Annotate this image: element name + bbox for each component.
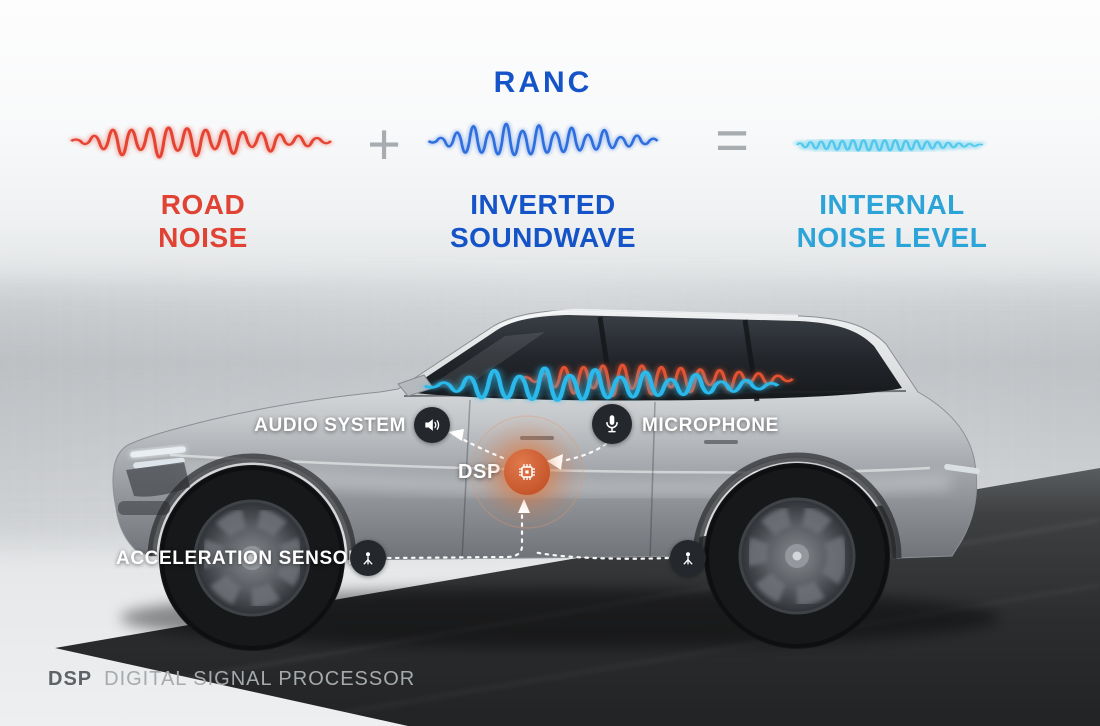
inverted-line2: SOUNDWAVE	[450, 222, 636, 254]
dsp-chip-icon	[504, 449, 550, 495]
internal-line1: INTERNAL	[819, 189, 965, 220]
rear-wheel	[704, 463, 890, 649]
inverted-soundwave-wave	[424, 94, 662, 188]
internal-noise-level-label: INTERNAL NOISE LEVEL	[782, 188, 1002, 254]
speaker-icon	[414, 407, 450, 443]
plus-sign: +	[367, 112, 401, 177]
road-noise-wave	[66, 96, 336, 186]
road-noise-line2: NOISE	[158, 222, 248, 254]
tail-light	[944, 463, 980, 475]
internal-line2: NOISE LEVEL	[796, 222, 988, 254]
acceleration-sensor-rear-icon	[670, 540, 706, 576]
internal-noise-wave	[792, 108, 988, 182]
ranc-title: RANC	[493, 66, 593, 99]
road-noise-line1: ROAD	[160, 189, 246, 220]
acceleration-sensor-front-icon	[350, 540, 386, 576]
inverted-line1: INVERTED	[470, 189, 616, 220]
inverted-soundwave-label: INVERTED SOUNDWAVE	[410, 188, 676, 254]
audio-system-label: AUDIO SYSTEM	[254, 415, 406, 436]
road-noise-label: ROAD NOISE	[68, 188, 338, 254]
dsp-legend-full: DIGITAL SIGNAL PROCESSOR	[104, 668, 416, 690]
microphone-label: MICROPHONE	[642, 415, 779, 436]
connector-arrowheads	[448, 429, 563, 513]
grille	[126, 462, 190, 497]
acceleration-sensor-label: ACCELERATION SENSOR	[116, 548, 363, 569]
dsp-legend: DSP DIGITAL SIGNAL PROCESSOR	[48, 668, 415, 691]
microphone-icon	[592, 404, 632, 444]
dsp-legend-abbr: DSP	[48, 668, 93, 690]
dsp-label: DSP	[458, 461, 501, 483]
headlight	[130, 446, 186, 469]
equals-sign: =	[715, 108, 749, 173]
